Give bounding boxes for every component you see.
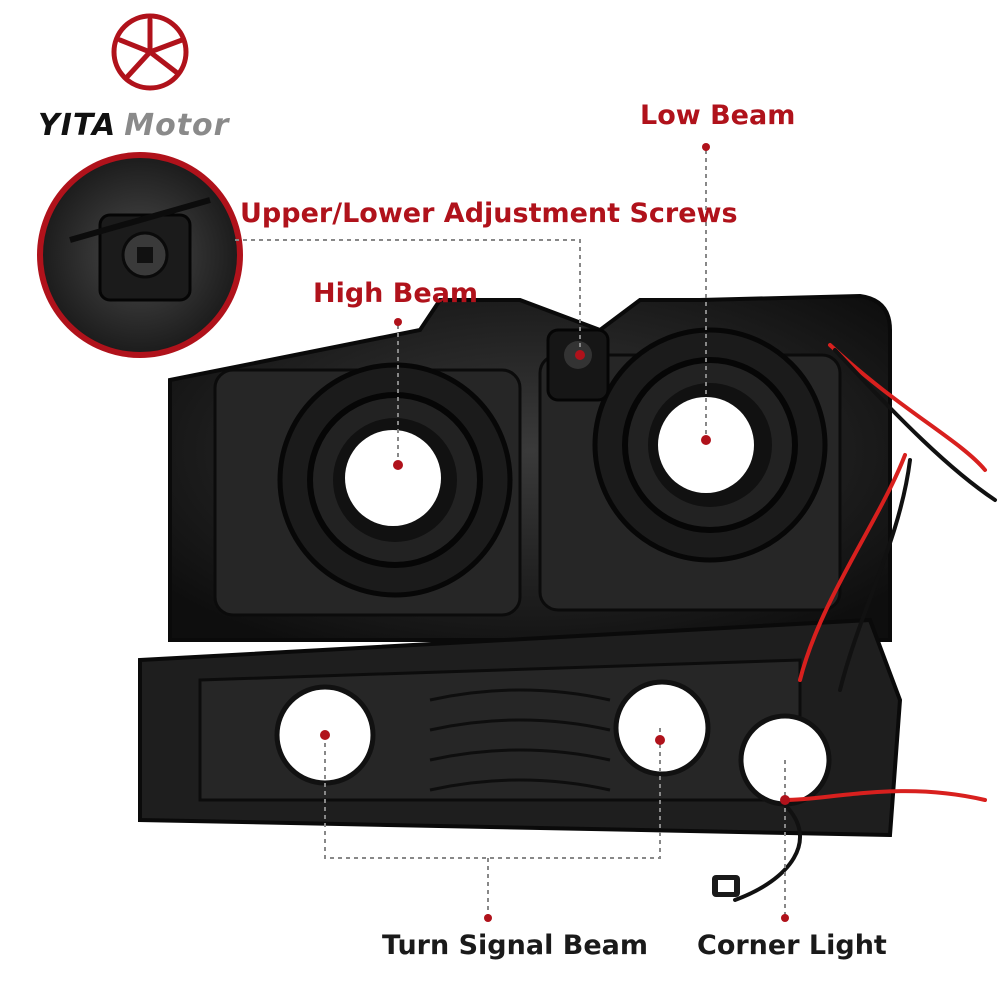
adjustment-screw-zoom-inset xyxy=(37,152,243,358)
turn-signal-label: Turn Signal Beam xyxy=(382,930,648,961)
callout-dots xyxy=(320,143,790,922)
callout-lines xyxy=(235,150,786,915)
adjustment-screws-label: Upper/Lower Adjustment Screws xyxy=(240,198,738,229)
high-beam-label: High Beam xyxy=(313,278,479,309)
wire-harness xyxy=(733,343,997,902)
turn-signal-right-socket xyxy=(613,679,711,777)
low-beam-label: Low Beam xyxy=(640,100,796,131)
wire-connector-icon xyxy=(712,875,740,897)
low-beam-socket xyxy=(592,327,828,563)
brand-name-part2: Motor xyxy=(124,108,230,143)
corner-light-label: Corner Light xyxy=(697,930,887,961)
brand-logo-mark xyxy=(111,13,189,91)
brand-name-part1: YITA xyxy=(38,108,117,143)
high-beam-socket xyxy=(277,362,513,598)
